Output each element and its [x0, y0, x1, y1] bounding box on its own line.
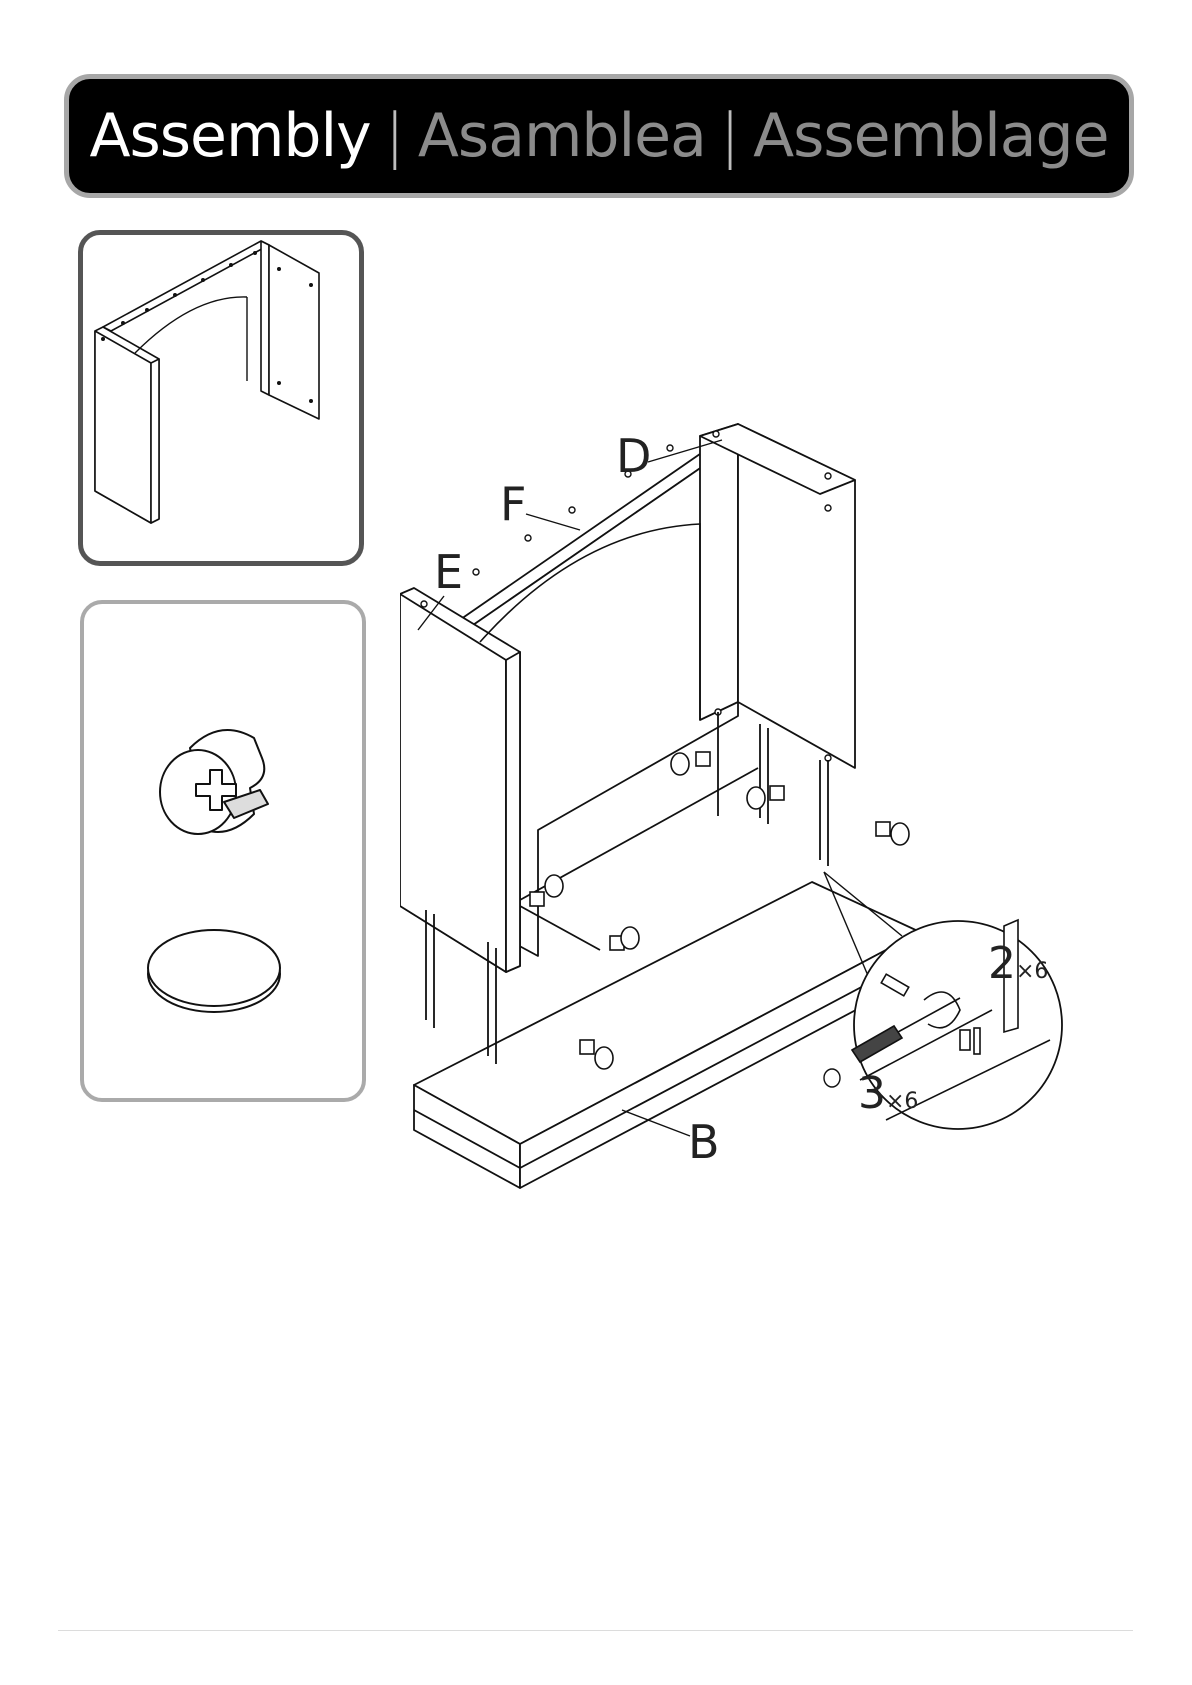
cam-cover-cap-icon	[140, 922, 290, 1022]
preview-panel	[78, 230, 364, 566]
hardware-2-quantity: ×6	[1016, 959, 1048, 984]
title-separator: |	[720, 101, 739, 171]
footer-divider	[58, 1630, 1133, 1631]
title-french: Assemblage	[753, 101, 1108, 171]
label-part-e: E	[434, 545, 463, 599]
hardware-2-number: 2	[988, 938, 1016, 989]
label-part-b: B	[688, 1115, 720, 1169]
title-separator: |	[385, 101, 404, 171]
hardware-3-quantity: ×6	[886, 1089, 918, 1114]
main-assembly-drawing: D F E B 2 ×6 3 ×6	[400, 420, 1140, 1210]
header-banner: Assembly|Asamblea|Assemblage	[64, 74, 1134, 198]
title-spanish: Asamblea	[418, 101, 706, 171]
cam-lock-icon	[150, 718, 290, 848]
hardware-3-number: 3	[858, 1068, 886, 1119]
page-title: Assembly|Asamblea|Assemblage	[89, 101, 1108, 171]
label-part-d: D	[616, 429, 651, 483]
title-english: Assembly	[89, 101, 370, 171]
assembled-frame-preview-icon	[83, 235, 359, 561]
label-part-f: F	[500, 477, 526, 531]
hardware-panel	[80, 600, 366, 1102]
